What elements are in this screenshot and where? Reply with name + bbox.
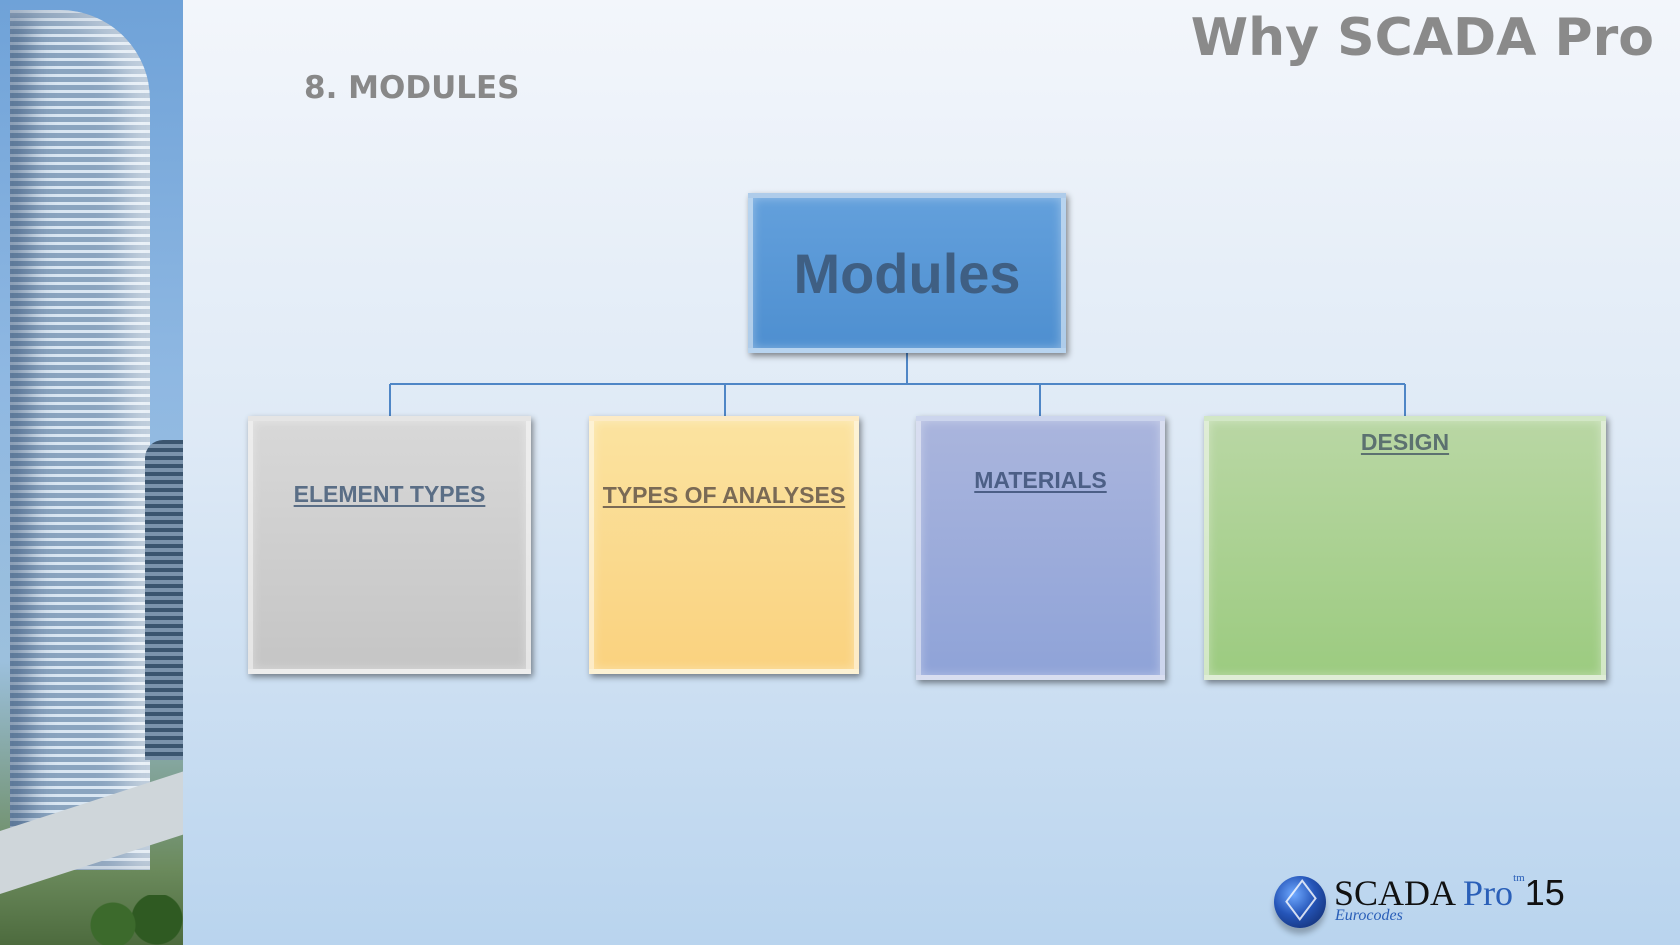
slide-headline: Why SCADA Pro: [1190, 8, 1654, 68]
logo-tm: tm: [1513, 872, 1525, 884]
modules-root-label: Modules: [793, 241, 1021, 305]
side-building-image: [145, 440, 183, 760]
design-node[interactable]: DESIGN: [1204, 416, 1606, 680]
logo-name: SCADA: [1334, 873, 1455, 913]
trees-image: [80, 895, 183, 945]
element-types-link[interactable]: ELEMENT TYPES: [293, 481, 486, 507]
types-of-analyses-node[interactable]: TYPES OF ANALYSES: [589, 416, 859, 674]
design-link[interactable]: DESIGN: [1360, 429, 1450, 455]
logo-pro: Pro: [1463, 873, 1514, 913]
modules-root-node[interactable]: Modules: [748, 193, 1066, 353]
materials-node[interactable]: MATERIALS: [916, 416, 1165, 680]
logo-subtitle: Eurocodes: [1335, 907, 1403, 924]
skyscraper-image: [10, 10, 150, 870]
element-types-node[interactable]: ELEMENT TYPES: [248, 416, 531, 674]
building-photo: [0, 0, 183, 945]
globe-icon: [1274, 876, 1326, 928]
materials-link[interactable]: MATERIALS: [974, 467, 1107, 493]
scada-pro-logo: SCADA Protm15 Eurocodes: [1272, 870, 1572, 940]
types-of-analyses-link[interactable]: TYPES OF ANALYSES: [602, 482, 846, 508]
logo-wordmark: SCADA Protm15: [1334, 872, 1565, 914]
logo-version: 15: [1524, 872, 1565, 913]
section-title: 8. MODULES: [304, 70, 520, 106]
